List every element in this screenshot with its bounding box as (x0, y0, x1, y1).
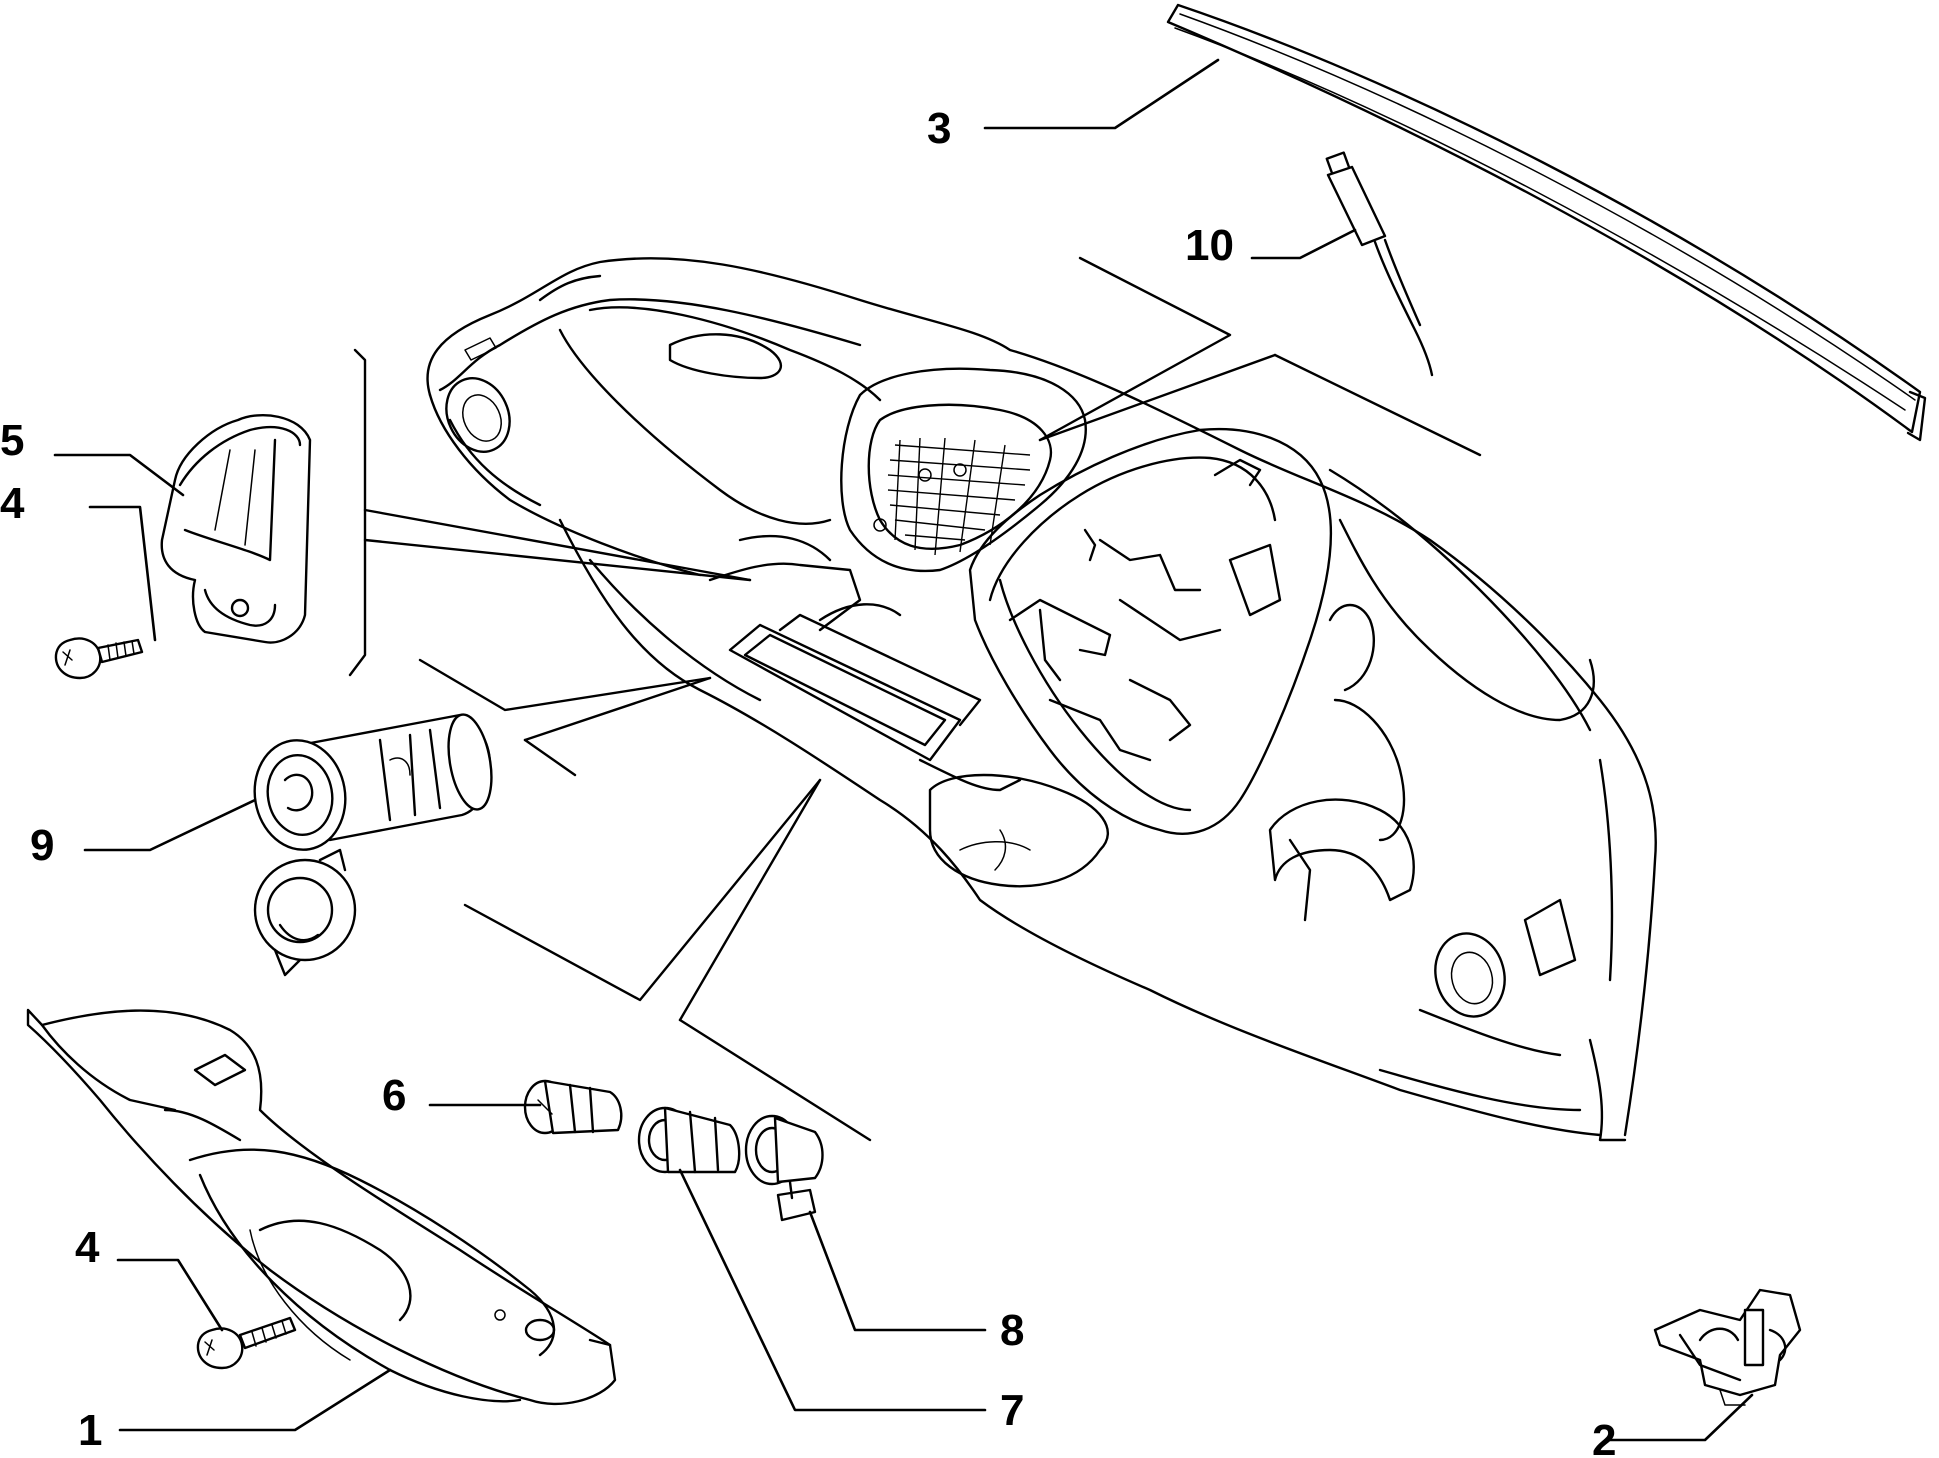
leader-5 (53, 453, 185, 497)
cup-holder (160, 413, 312, 644)
leader-1 (118, 1368, 392, 1432)
dashboard-panel (426, 257, 1657, 1142)
leader-4b (116, 1258, 224, 1332)
leader-10 (1250, 228, 1357, 260)
leader-4a (88, 505, 157, 642)
leader-3 (983, 58, 1220, 130)
callout-2: 2 (1592, 1416, 1616, 1458)
callout-5: 5 (0, 416, 24, 465)
bulb-holder (744, 1114, 824, 1222)
screw-upper (54, 637, 144, 680)
callout-7: 7 (1000, 1386, 1024, 1435)
seal-strip (1166, 3, 1927, 442)
leader-2 (1608, 1393, 1754, 1442)
sensor (1325, 151, 1434, 377)
leader-9 (83, 798, 257, 852)
guide-lines (348, 256, 1482, 1142)
callout-1: 1 (78, 1406, 102, 1455)
clip (1653, 1288, 1802, 1406)
lighter-plug (523, 1079, 623, 1135)
leader-lines (53, 58, 1754, 1442)
center-vent-grille (887, 437, 1031, 556)
leader-7 (678, 1168, 987, 1412)
lighter-socket (637, 1106, 741, 1174)
callout-4-lower: 4 (75, 1223, 100, 1272)
callout-9: 9 (30, 821, 54, 870)
leader-8 (808, 1210, 987, 1332)
callout-4-upper: 4 (0, 479, 25, 528)
glove-box-cover (26, 1008, 617, 1406)
callout-6: 6 (382, 1071, 406, 1120)
power-socket (253, 713, 493, 977)
callout-labels: 1 2 3 4 4 5 6 7 8 9 10 (0, 104, 1616, 1458)
callout-3: 3 (927, 104, 951, 153)
callout-8: 8 (1000, 1306, 1024, 1355)
callout-10: 10 (1185, 221, 1234, 270)
screw-lower (196, 1316, 297, 1370)
